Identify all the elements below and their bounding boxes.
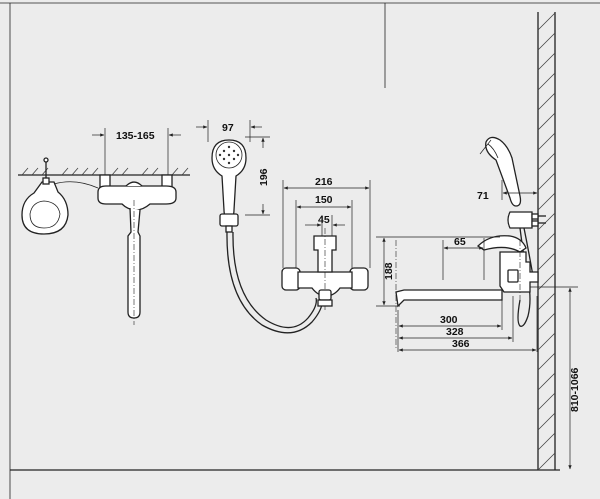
shower-nozzles [218,145,240,165]
spout-length-300-label: 300 [440,314,458,326]
shower-head-height-label: 196 [258,168,270,186]
side-shower-holder [507,211,533,229]
handle-offset-label: 65 [454,236,466,248]
mixer-width-label: 216 [315,176,333,188]
side-mixer-body [499,251,539,293]
front-mixer-left-nut [281,267,301,291]
spout-offset-label: 71 [477,190,489,202]
deck-mixer-view: 135-165 [18,128,190,325]
deck-lever-handle [21,181,69,235]
shower-head [211,139,247,219]
shower-hose [226,231,323,334]
spout-length-328-label: 328 [446,326,464,338]
spout-length-366-label: 366 [452,338,470,350]
mount-height-label: 810-1066 [569,367,581,412]
side-lever-handle [476,235,527,253]
side-shower-head [485,136,522,207]
deck-mixer-body [97,185,177,211]
front-mixer-right-nut [349,267,369,291]
mixer-inner-width-label: 150 [315,194,333,206]
front-view: 97 196 216 150 45 [196,120,371,334]
mixer-center-width-label: 45 [318,214,330,226]
spout-height-label: 188 [383,262,395,280]
tap-spacing-label: 135-165 [116,130,155,142]
side-spout [395,289,503,308]
deck-hatch [21,167,189,176]
shower-head-width-label: 97 [222,122,234,134]
side-view: 71 65 188 300 32 [376,12,581,471]
wall-hatch [537,12,556,471]
